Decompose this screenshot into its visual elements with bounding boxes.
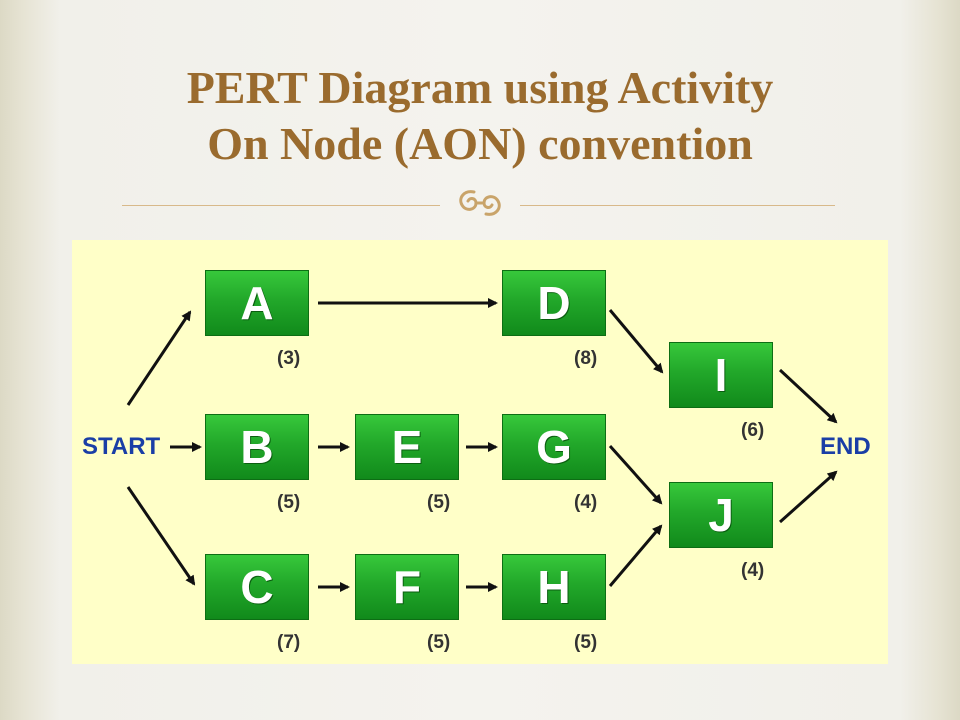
- arrow-start-c: [126, 486, 196, 586]
- pert-diagram: START END A (3) B (5) C (7) D (8) E (5) …: [72, 240, 888, 664]
- arrow-g-j: [608, 444, 663, 505]
- duration-f: (5): [427, 632, 451, 653]
- duration-j: (4): [741, 560, 765, 581]
- duration-d: (8): [574, 348, 598, 369]
- node-c: C: [205, 554, 309, 620]
- arrow-j-end: [779, 470, 838, 524]
- dependency-arrows: [126, 298, 838, 592]
- arrow-start-a: [126, 310, 192, 406]
- title-line-2: On Node (AON) convention: [207, 118, 753, 169]
- node-g: G: [502, 414, 606, 480]
- duration-g: (4): [574, 492, 598, 513]
- slide-title: PERT Diagram using Activity On Node (AON…: [70, 60, 890, 172]
- duration-a: (3): [277, 348, 301, 369]
- duration-c: (7): [277, 632, 301, 653]
- node-d: D: [502, 270, 606, 336]
- title-divider-left: [122, 205, 440, 206]
- duration-i: (6): [741, 420, 765, 441]
- arrow-i-end: [778, 368, 838, 424]
- node-a: A: [205, 270, 309, 336]
- node-j: J: [669, 482, 773, 548]
- node-b: B: [205, 414, 309, 480]
- duration-b: (5): [277, 492, 301, 513]
- flourish-ornament-icon: [459, 190, 501, 216]
- node-i: I: [669, 342, 773, 408]
- arrow-d-i: [608, 309, 664, 374]
- end-label: END: [820, 433, 871, 460]
- node-h: H: [502, 554, 606, 620]
- node-f: F: [355, 554, 459, 620]
- duration-e: (5): [427, 492, 451, 513]
- arrow-h-j: [608, 524, 663, 587]
- start-label: START: [82, 433, 161, 460]
- title-line-1: PERT Diagram using Activity: [186, 62, 774, 113]
- duration-h: (5): [574, 632, 598, 653]
- node-e: E: [355, 414, 459, 480]
- title-divider-right: [520, 205, 835, 206]
